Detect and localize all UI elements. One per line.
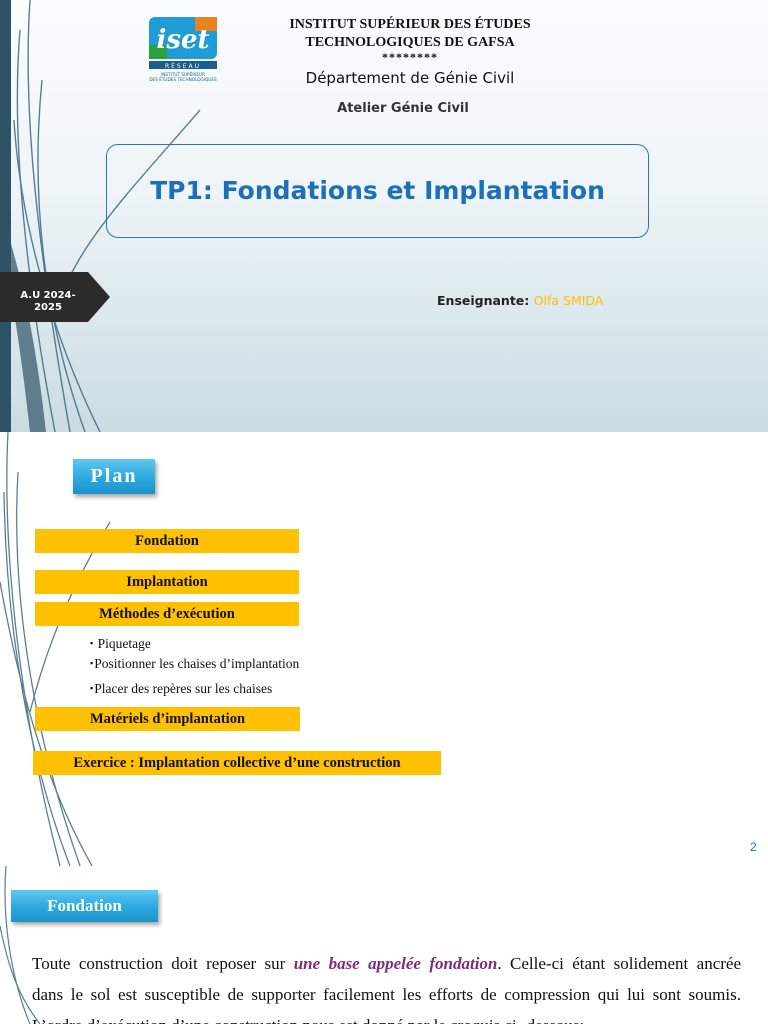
plan-item-fondation: Fondation [35,529,299,553]
title-slide: iset RÉSEAU INSTITUT SUPÉRIEUR DES ÉTUDE… [0,0,768,432]
fondation-slide: Fondation Toute construction doit repose… [0,866,768,1024]
fondation-paragraph: Toute construction doit reposer sur une … [32,948,741,1024]
atelier-name: Atelier Génie Civil [337,101,469,116]
plan-item-implantation: Implantation [35,570,299,594]
teacher-info: Enseignante: Olfa SMIDA [437,293,603,308]
institute-name-line1: INSTITUT SUPÉRIEUR DES ÉTUDES [289,17,531,32]
department-name: Département de Génie Civil [305,69,515,87]
separator-stars: ******** [382,50,438,64]
slide-title: TP1: Fondations et Implantation [150,176,605,205]
teacher-label: Enseignante: [437,293,530,308]
svg-text:DES ÉTUDES TECHNOLOGIQUES: DES ÉTUDES TECHNOLOGIQUES [149,77,217,82]
sub-item-reperes: ▪Placer des repères sur les chaises [90,681,273,696]
paragraph-line1: Toute construction doit reposer sur une … [32,954,741,973]
svg-text:iset: iset [156,25,209,55]
academic-year-badge: A.U 2024- 2025 [0,272,110,322]
iset-logo: iset RÉSEAU INSTITUT SUPÉRIEUR DES ÉTUDE… [145,15,219,85]
left-accent-bar [0,0,11,432]
svg-text:RÉSEAU: RÉSEAU [165,62,201,70]
institute-name-line2: TECHNOLOGIQUES DE GAFSA [305,35,515,50]
title-frame [106,144,649,238]
sub-item-chaises: ▪Positionner les chaises d’implantation [90,656,300,671]
sub-item-piquetage: ▪ Piquetage [90,636,151,651]
bullet-icon: ▪ [90,638,94,648]
plan-item-methodes: Méthodes d’exécution [35,602,299,626]
plan-item-exercice: Exercice : Implantation collective d’une… [33,751,441,775]
plan-slide: Plan Fondation Implantation Méthodes d’e… [0,432,768,866]
bullet-icon: ▪ [90,658,94,668]
decorative-curves [0,866,41,1024]
highlight-base-fondation: une base appelée fondation [293,954,498,973]
svg-text:INSTITUT SUPÉRIEUR: INSTITUT SUPÉRIEUR [161,72,205,77]
teacher-name: Olfa SMIDA [533,293,604,308]
plan-header: Plan [73,459,155,494]
page-number: 2 [750,840,757,854]
paragraph-line3: L’ordre d’exécution d’une construction n… [32,1010,741,1024]
bullet-icon: ▪ [90,683,94,693]
paragraph-line2: dans le sol est susceptible de supporter… [32,985,741,1004]
academic-year-line1: A.U 2024- [20,290,76,301]
section-header-fondation: Fondation [11,890,158,922]
plan-item-materiels: Matériels d’implantation [35,707,300,731]
academic-year-line2: 2025 [34,302,62,313]
